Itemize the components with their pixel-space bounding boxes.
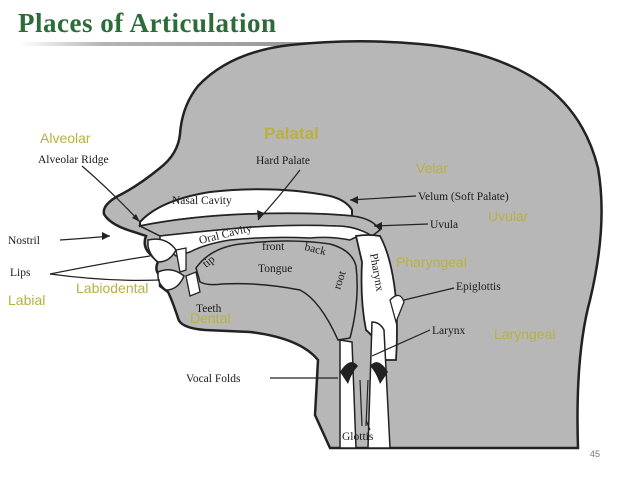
place-label-labiodental: Labiodental bbox=[76, 280, 149, 296]
lower-teeth bbox=[185, 271, 201, 297]
label-lips: Lips bbox=[10, 267, 31, 279]
pointer-lines bbox=[49, 165, 455, 431]
epiglottis-shape bbox=[389, 294, 405, 325]
place-label-palatal: Palatal bbox=[264, 124, 319, 143]
label-glottis: Glottis bbox=[342, 431, 374, 443]
tongue-shape bbox=[195, 240, 358, 341]
label-uvula: Uvula bbox=[430, 219, 458, 231]
page-number: 45 bbox=[590, 449, 601, 459]
vocal-fold-left bbox=[340, 362, 358, 384]
place-label-alveolar: Alveolar bbox=[40, 130, 91, 146]
label-epiglottis: Epiglottis bbox=[456, 281, 501, 293]
label-nasal-cavity: Nasal Cavity bbox=[172, 195, 232, 207]
place-label-uvular: Uvular bbox=[488, 208, 529, 224]
label-teeth: Teeth bbox=[196, 303, 222, 315]
glottis-lines bbox=[359, 379, 369, 427]
place-label-pharyngeal: Pharyngeal bbox=[396, 254, 467, 270]
label-tongue: Tongue bbox=[258, 263, 292, 275]
place-label-laryngeal: Laryngeal bbox=[494, 326, 556, 342]
pointer-arrows bbox=[102, 196, 382, 240]
upper-teeth bbox=[175, 247, 187, 273]
pharynx-channel bbox=[354, 234, 398, 361]
label-larynx: Larynx bbox=[432, 325, 465, 337]
label-front: front bbox=[262, 241, 285, 253]
title-underline bbox=[20, 42, 350, 46]
upper-lip bbox=[147, 238, 177, 263]
label-nostril: Nostril bbox=[8, 235, 40, 247]
label-hard-palate: Hard Palate bbox=[256, 155, 310, 167]
lower-lip bbox=[157, 269, 185, 291]
esophagus bbox=[367, 321, 391, 449]
vocal-fold-right bbox=[370, 362, 388, 384]
head-silhouette bbox=[102, 40, 603, 450]
label-alveolar-ridge: Alveolar Ridge bbox=[38, 154, 109, 166]
slide-title: Places of Articulation bbox=[18, 8, 277, 38]
place-label-dental: Dental bbox=[190, 310, 231, 326]
label-back: back bbox=[303, 241, 327, 258]
place-label-labial: Labial bbox=[8, 292, 46, 308]
label-velum: Velum (Soft Palate) bbox=[418, 191, 509, 203]
oral-cavity-shape bbox=[159, 224, 373, 257]
label-root: root bbox=[331, 269, 348, 291]
label-vocal-folds: Vocal Folds bbox=[186, 373, 241, 385]
place-label-velar: Velar bbox=[416, 160, 448, 176]
